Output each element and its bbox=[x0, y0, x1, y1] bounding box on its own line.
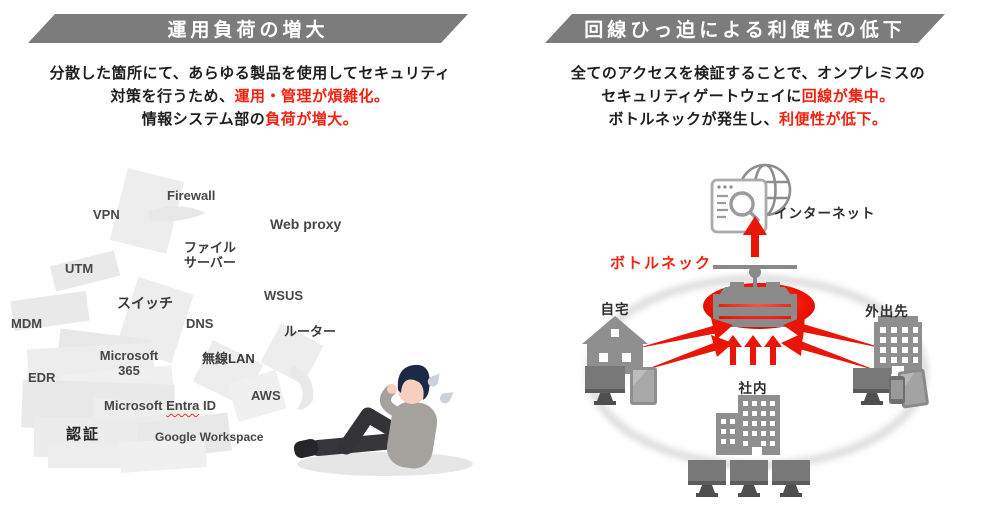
product-label-mdm: MDM bbox=[11, 316, 43, 331]
bottleneck-label: ボトルネック bbox=[610, 255, 713, 272]
right-highlight-2: 利便性が低下。 bbox=[779, 111, 888, 128]
arrows-from-home-icon bbox=[634, 318, 733, 371]
internet-icon bbox=[710, 163, 792, 234]
browser-search-icon bbox=[710, 178, 768, 234]
left-panel-title: 運用負荷の増大 bbox=[167, 20, 329, 41]
product-label-dns: DNS bbox=[186, 316, 214, 331]
office-label: 社内 bbox=[738, 381, 768, 396]
left-panel-description: 分散した箇所にて、あらゆる製品を使用してセキュリティ 対策を行うため、運用・管理… bbox=[49, 65, 451, 128]
internet-label: インターネット bbox=[774, 206, 876, 221]
branch-building-icon bbox=[874, 316, 922, 374]
monitor-icon bbox=[585, 366, 625, 405]
security-gateway-icon bbox=[713, 265, 797, 328]
product-label-auth: 認証 bbox=[66, 426, 101, 443]
left-highlight-1: 運用・管理が煩雑化。 bbox=[234, 88, 390, 105]
product-label-file-server: ファイル サーバー bbox=[184, 240, 237, 270]
entra-spellcheck-underline: Entra bbox=[166, 398, 200, 413]
arrow-up-to-internet-icon bbox=[743, 216, 767, 257]
product-label-edr: EDR bbox=[28, 370, 56, 385]
left-panel-title-banner: 運用負荷の増大 bbox=[28, 14, 468, 43]
person-shadow bbox=[297, 452, 473, 476]
home-devices-icon bbox=[585, 366, 657, 405]
product-label-utm: UTM bbox=[65, 261, 94, 276]
sweat-drops-icon bbox=[427, 373, 454, 404]
product-label-switch: スイッチ bbox=[117, 295, 173, 311]
product-label-wireless-lan: 無線LAN bbox=[202, 351, 255, 366]
product-label-microsoft-365: Microsoft 365 bbox=[99, 348, 159, 378]
home-label: 自宅 bbox=[600, 302, 630, 317]
product-label-aws: AWS bbox=[251, 388, 281, 403]
right-panel-title-banner: 回線ひっ迫による利便性の低下 bbox=[545, 14, 945, 43]
product-label-web-proxy: Web proxy bbox=[270, 216, 342, 232]
tablet-icon bbox=[630, 367, 657, 405]
product-label-vpn: VPN bbox=[93, 207, 120, 222]
person-hair bbox=[397, 364, 430, 400]
product-label-microsoft-entra-id: Microsoft Entra ID bbox=[104, 398, 216, 413]
left-highlight-2: 負荷が増大。 bbox=[265, 111, 359, 128]
outside-label: 外出先 bbox=[865, 304, 909, 319]
office-monitors-icon bbox=[688, 460, 810, 497]
product-label-router: ルーター bbox=[284, 324, 337, 339]
right-highlight-1: 回線が集中。 bbox=[801, 88, 895, 105]
product-label-google-workspace: Google Workspace bbox=[155, 430, 264, 444]
outside-devices-icon bbox=[853, 368, 929, 409]
network-bottleneck-diagram bbox=[582, 163, 929, 497]
product-label-wsus: WSUS bbox=[264, 288, 303, 303]
exhausted-person-illustration bbox=[293, 364, 473, 476]
right-panel-description: 全てのアクセスを検証することで、オンプレミスの セキュリティゲートウェイに回線が… bbox=[570, 65, 926, 128]
person-head bbox=[398, 376, 426, 404]
monitor-icon bbox=[853, 368, 891, 405]
paper-pile-icon bbox=[21, 328, 232, 473]
traffic-arrows bbox=[634, 216, 886, 371]
product-label-firewall: Firewall bbox=[167, 188, 216, 203]
scattered-papers-illustration bbox=[10, 168, 473, 476]
arrows-from-outside-icon bbox=[781, 316, 886, 371]
right-panel-title: 回線ひっ迫による利便性の低下 bbox=[584, 20, 906, 41]
arrows-from-office-icon bbox=[724, 335, 782, 365]
office-building-icon bbox=[716, 395, 780, 455]
phone-icon bbox=[889, 376, 905, 404]
